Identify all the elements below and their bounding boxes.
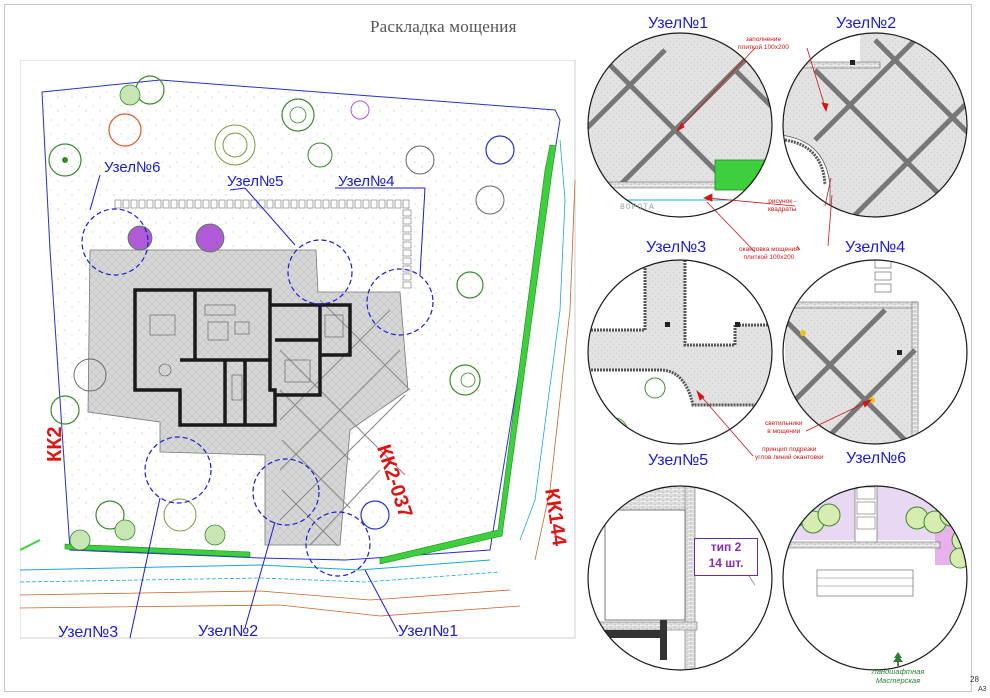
hedge-bottom	[64, 543, 251, 558]
node-circle-4	[366, 268, 434, 336]
node-circle-5	[287, 239, 353, 305]
plan-node-label-4[interactable]: Узел№4	[338, 173, 395, 190]
detail-title-1: Узел№1	[648, 15, 709, 32]
annotation-arrows	[676, 47, 873, 457]
node-circles	[81, 208, 434, 577]
house-furniture	[149, 304, 344, 401]
sheet-title: Раскладка мощения	[370, 17, 517, 36]
annotation-pattern: рисунок -квадраты	[768, 198, 797, 213]
plan-node-label-6[interactable]: Узел№6	[104, 159, 161, 176]
trees	[48, 75, 515, 551]
plan-frame	[20, 60, 576, 639]
page-format: А3	[978, 686, 987, 693]
plan-node-label-1[interactable]: Узел№1	[398, 623, 459, 640]
plan-node-label-3[interactable]: Узел№3	[58, 624, 119, 641]
plan-node-label-5[interactable]: Узел№5	[227, 173, 284, 190]
node-leaders	[89, 174, 426, 639]
gate-label: ВОРОТА	[620, 203, 655, 212]
detail-circle-5	[587, 485, 773, 671]
node-circle-2	[252, 458, 320, 526]
detail-title-4: Узел№4	[845, 239, 906, 256]
hedge-right	[379, 144, 557, 565]
detail-circle-4	[782, 259, 968, 445]
node-circle-3	[144, 436, 212, 504]
house-walls	[133, 288, 352, 427]
page-number: 28	[970, 675, 979, 684]
driveway-grid	[279, 299, 411, 547]
detail-circle-2	[782, 32, 968, 218]
site-plan	[20, 60, 576, 639]
detail-title-3: Узел№3	[646, 239, 707, 256]
node-circle-6	[81, 208, 149, 276]
detail-title-6: Узел№6	[846, 450, 907, 467]
paver-row-right	[402, 209, 412, 289]
road-code-3: КК2	[44, 426, 66, 462]
type-label: тип 2	[710, 540, 742, 554]
detail-circle-3	[587, 259, 773, 445]
detail-panel	[587, 32, 968, 671]
detail-title-2: Узел№2	[836, 15, 897, 32]
paver-row-top	[114, 199, 410, 209]
road-lines	[20, 139, 576, 617]
type-count: 14 шт.	[708, 556, 744, 570]
detail-title-5: Узел№5	[648, 452, 709, 469]
tree-icon	[893, 652, 903, 666]
type-box: тип 2 14 шт.	[694, 538, 758, 576]
node-circle-1	[305, 511, 371, 577]
sheet-frame	[4, 4, 972, 692]
plan-node-label-2[interactable]: Узел№2	[198, 623, 259, 640]
detail-circle-1	[587, 32, 773, 218]
